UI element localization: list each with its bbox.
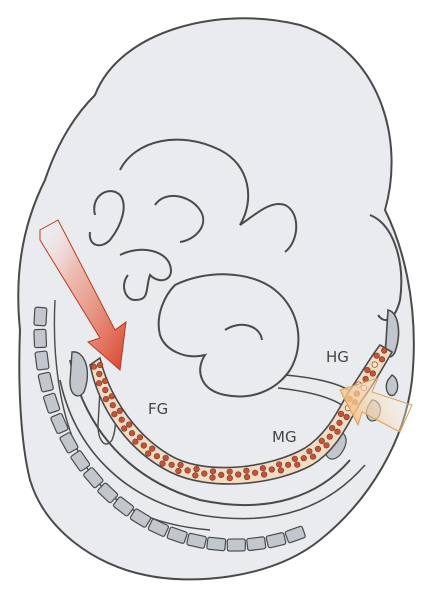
gut-dot: [112, 411, 118, 417]
gut-dot: [227, 475, 233, 481]
gut-dot: [110, 402, 116, 408]
gut-dot: [193, 473, 199, 479]
gut-dot: [145, 451, 151, 457]
gut-dot: [372, 362, 378, 368]
gut-dot: [103, 396, 109, 402]
gut-dot: [178, 462, 184, 468]
gut-dot: [344, 414, 350, 420]
gut-dot: [194, 466, 200, 472]
gut-dot: [227, 469, 233, 475]
somite: [227, 539, 245, 551]
gut-dot: [261, 472, 267, 478]
gut-dot: [133, 439, 139, 445]
gut-dot: [381, 348, 387, 354]
gut-dot: [370, 371, 376, 377]
gut-dot: [176, 468, 182, 474]
gut-dot: [109, 394, 115, 400]
gut-dot: [337, 420, 343, 426]
gut-dot: [97, 362, 103, 368]
gut-dot: [278, 468, 284, 474]
gut-dot: [103, 387, 109, 393]
somite: [34, 307, 47, 326]
gut-dot: [129, 430, 135, 436]
gut-dot: [307, 449, 313, 455]
gut-dot: [244, 474, 250, 480]
gut-dot: [319, 438, 325, 444]
somite: [34, 329, 47, 347]
gut-dot: [121, 426, 127, 432]
gut-dot: [185, 468, 191, 474]
gut-dot: [374, 353, 380, 359]
gut-dot: [149, 446, 155, 452]
gut-dot: [244, 468, 250, 474]
gut-dot: [338, 411, 344, 417]
gut-dot: [327, 434, 333, 440]
gut-dot: [119, 417, 125, 423]
gut-dot: [97, 371, 103, 377]
gut-dot: [292, 456, 298, 462]
gut-dot: [295, 462, 301, 468]
gut-dot: [335, 429, 341, 435]
label-midgut: MG: [272, 428, 297, 446]
gut-dot: [210, 469, 216, 475]
somite: [207, 537, 226, 551]
gut-dot: [379, 357, 385, 363]
gut-dot: [235, 472, 241, 478]
gut-dot: [315, 446, 321, 452]
gut-dot: [324, 443, 330, 449]
gut-dot: [126, 422, 132, 428]
gut-dot: [365, 367, 371, 373]
gut-dot: [202, 471, 208, 477]
gut-dot: [96, 380, 102, 386]
gut-dot: [260, 465, 266, 471]
gut-dot: [169, 462, 175, 468]
somite: [247, 537, 266, 551]
gut-dot: [276, 462, 282, 468]
gut-dot: [285, 462, 291, 468]
label-hindgut: HG: [326, 348, 349, 366]
gut-dot: [141, 443, 147, 449]
gut-dot: [91, 364, 97, 370]
gut-dot: [252, 470, 258, 476]
gut-dot: [163, 455, 169, 461]
label-foregut: FG: [148, 400, 168, 418]
gut-dot: [218, 472, 224, 478]
gut-dot: [329, 425, 335, 431]
gut-dot: [137, 435, 143, 441]
gut-dot: [102, 378, 108, 384]
gut-dot: [154, 453, 160, 459]
gut-dot: [117, 408, 123, 414]
gut-dot: [310, 454, 316, 460]
gut-dot: [301, 455, 307, 461]
gut-dot: [210, 475, 216, 481]
gut-dot: [269, 467, 275, 473]
somite: [35, 351, 49, 370]
gut-dot: [160, 461, 166, 467]
